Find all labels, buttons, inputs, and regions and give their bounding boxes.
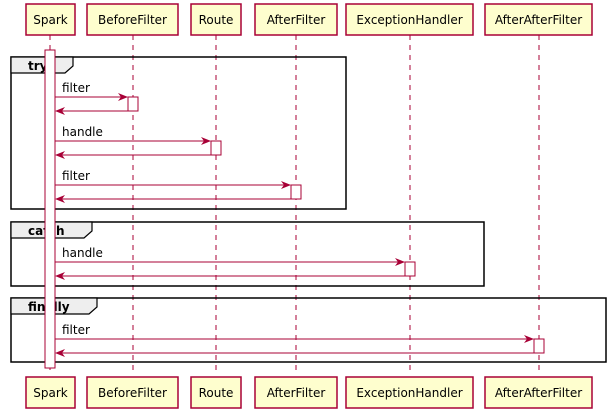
participant-exceptionhandler[interactable]: [345, 3, 474, 36]
fragment-finally-frame: [10, 297, 607, 363]
participant-afterafterfilter-bottom[interactable]: [484, 376, 593, 409]
lifelines: [49, 35, 540, 375]
message-label: filter: [62, 169, 90, 183]
message-label: handle: [62, 246, 103, 260]
message-label: handle: [62, 125, 103, 139]
participants-bottom: Spark BeforeFilter Route AfterFilter Exc…: [25, 376, 593, 409]
participant-beforefilter-bottom[interactable]: [86, 376, 179, 409]
fragment-finally: finally: [10, 297, 607, 363]
participant-spark-bottom-label: Spark: [33, 386, 68, 400]
fragment-try-frame: [10, 56, 347, 210]
participant-afterfilter-bottom[interactable]: [254, 376, 338, 409]
participant-route-bottom[interactable]: [190, 376, 242, 409]
activation-exceptionhandler: [404, 261, 416, 277]
activation-spark: [44, 49, 56, 369]
participant-route-bottom-label: Route: [199, 386, 234, 400]
fragment-catch-frame: [10, 221, 485, 287]
participant-afterafterfilter-bottom-label: AfterAfterFilter: [495, 386, 582, 400]
participant-route-label: Route: [199, 13, 234, 27]
participant-spark-bottom[interactable]: [25, 376, 76, 409]
message-label: filter: [62, 323, 90, 337]
participant-exceptionhandler-bottom-label: ExceptionHandler: [356, 386, 462, 400]
participant-spark[interactable]: [25, 3, 76, 36]
message-label: filter: [62, 81, 90, 95]
activation-afterafterfilter: [533, 338, 545, 354]
participant-spark-label: Spark: [33, 13, 68, 27]
participant-beforefilter-bottom-label: BeforeFilter: [98, 386, 167, 400]
fragment-try-label: try: [28, 59, 48, 73]
participant-beforefilter-label: BeforeFilter: [98, 13, 167, 27]
participant-exceptionhandler-bottom[interactable]: [345, 376, 474, 409]
participant-route[interactable]: [190, 3, 242, 36]
participant-beforefilter[interactable]: [86, 3, 179, 36]
participant-afterfilter-label: AfterFilter: [267, 13, 326, 27]
activation-beforefilter: [127, 96, 139, 112]
fragment-try-tab: [10, 56, 74, 74]
activation-afterfilter: [290, 184, 302, 200]
participant-afterafterfilter[interactable]: [484, 3, 593, 36]
activations: [44, 49, 545, 369]
fragment-try: try: [10, 56, 347, 210]
activation-route: [210, 140, 222, 156]
participant-afterfilter[interactable]: [254, 3, 338, 36]
participant-afterfilter-bottom-label: AfterFilter: [267, 386, 326, 400]
participant-exceptionhandler-label: ExceptionHandler: [356, 13, 462, 27]
participant-afterafterfilter-label: AfterAfterFilter: [495, 13, 582, 27]
participants-top: Spark BeforeFilter Route AfterFilter Exc…: [25, 3, 593, 36]
messages: filter handle filter handle filter: [55, 81, 534, 357]
